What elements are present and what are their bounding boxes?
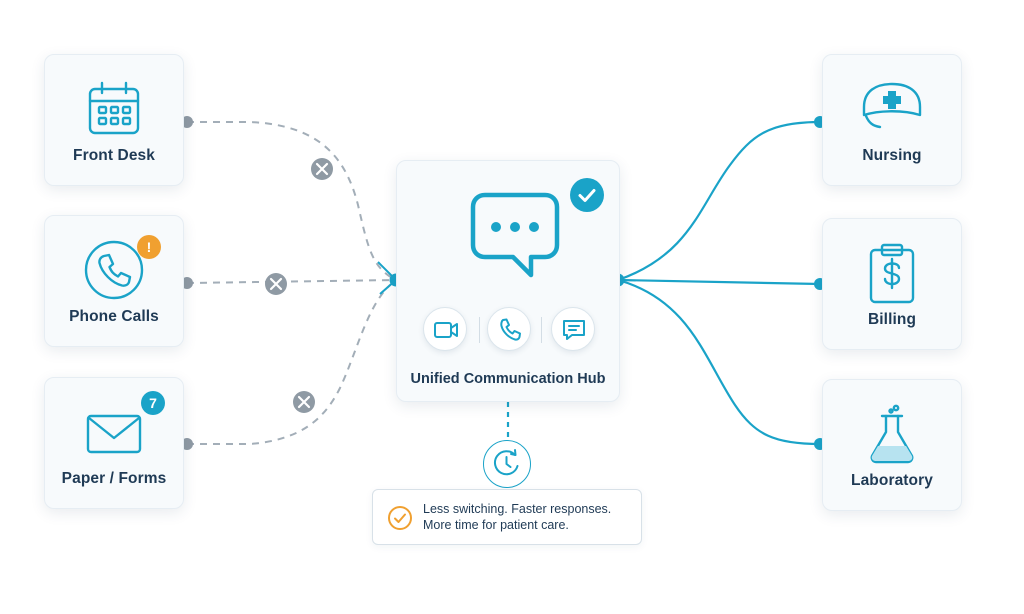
- unified-hub-card: Unified Communication Hub: [396, 160, 620, 402]
- source-label: Front Desk: [73, 147, 155, 164]
- envelope-icon: [82, 400, 146, 464]
- blocked-markers: [265, 158, 333, 413]
- divider: [541, 317, 542, 343]
- billing-connector: [617, 278, 821, 286]
- source-label: Phone Calls: [69, 308, 159, 325]
- phone-icon[interactable]: [487, 307, 531, 351]
- calendar-icon: [82, 77, 146, 141]
- front-desk-connector: [187, 121, 397, 281]
- blocked-marker-front-desk: [311, 158, 333, 180]
- source-card-front-desk: Front Desk: [44, 54, 184, 186]
- destination-label: Nursing: [862, 147, 922, 164]
- paper-forms-port: [181, 438, 193, 450]
- destination-card-billing: Billing: [822, 218, 962, 350]
- outcome-text: Less switching. Faster responses. More t…: [423, 501, 611, 533]
- flask-icon: [860, 402, 924, 466]
- outcome-line: Less switching. Faster responses.: [423, 502, 612, 516]
- nursing-connector: [617, 120, 821, 282]
- source-card-paper-forms: 7 Paper / Forms: [44, 377, 184, 509]
- hub-title: Unified Communication Hub: [410, 371, 606, 387]
- destination-card-nursing: Nursing: [822, 54, 962, 186]
- warning-badge: !: [137, 235, 161, 259]
- front-desk-port: [181, 116, 193, 128]
- divider: [479, 317, 480, 343]
- chat-bubble-icon: [469, 191, 561, 283]
- channel-buttons: [421, 307, 597, 353]
- laboratory-connector: [617, 278, 821, 446]
- phone-calls-connector: [186, 279, 397, 284]
- blocked-marker-paper-forms: [293, 391, 315, 413]
- destination-card-laboratory: Laboratory: [822, 379, 962, 511]
- phone-calls-port: [181, 277, 193, 289]
- source-label: Paper / Forms: [61, 470, 167, 487]
- message-icon[interactable]: [551, 307, 595, 351]
- destination-label: Laboratory: [851, 472, 933, 489]
- nurse-cap-icon: [860, 77, 924, 141]
- outcome-line: More time for patient care.: [423, 518, 569, 532]
- blocked-marker-phone-calls: [265, 273, 287, 295]
- phone-icon: [82, 238, 146, 302]
- destination-label: Billing: [867, 311, 917, 328]
- source-card-phone-calls: ! Phone Calls: [44, 215, 184, 347]
- count-badge: 7: [141, 391, 165, 415]
- video-icon[interactable]: [423, 307, 467, 351]
- clock-icon: [483, 440, 531, 488]
- check-icon: [570, 178, 604, 212]
- outcome-note: Less switching. Faster responses. More t…: [372, 489, 642, 545]
- paper-forms-connector: [187, 279, 397, 445]
- clipboard-dollar-icon: [860, 241, 924, 305]
- check-circle-icon: [387, 505, 413, 531]
